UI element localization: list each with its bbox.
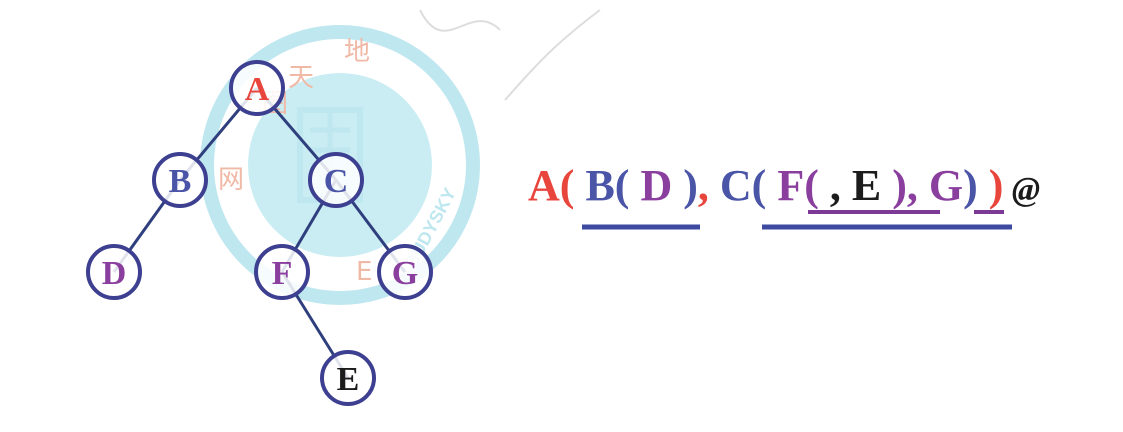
expression-token: B( [574, 161, 629, 210]
expression-token: A( [528, 161, 574, 210]
expression-underlines [582, 210, 1012, 230]
node-label: C [324, 163, 349, 200]
tree-node-a: A [229, 60, 285, 116]
tree-node-d: D [86, 244, 142, 300]
expression-token: ) [672, 161, 698, 210]
expression-token: ) [978, 161, 1004, 210]
node-circle [308, 152, 364, 208]
expression-token: ), [881, 161, 918, 210]
node-circle [86, 244, 142, 300]
expression-token: D [629, 161, 672, 210]
node-circle [320, 350, 376, 406]
expression-token: , [698, 161, 709, 210]
tree-node-b: B [152, 152, 208, 208]
expression-token: C( [709, 161, 766, 210]
expression-token: ) [963, 161, 978, 210]
node-label: D [102, 255, 127, 292]
watermark-char-1: 天 [288, 63, 314, 93]
expression-token: G [918, 161, 963, 210]
watermark-char-2: 地 [344, 37, 370, 67]
node-circle [152, 152, 208, 208]
watermark-letter: E [356, 257, 372, 287]
node-label: F [272, 255, 293, 292]
tree-node-f: F [254, 244, 310, 300]
node-label: G [392, 255, 418, 292]
expression-token: , E [819, 161, 881, 210]
tree-node-g: G [377, 244, 433, 300]
node-label: B [169, 163, 192, 200]
expression-token: F( [766, 161, 819, 210]
node-label: A [245, 71, 270, 108]
tree-node-c: C [308, 152, 364, 208]
node-circle [377, 244, 433, 300]
watermark-char-3: 网 [218, 165, 244, 195]
tree-node-e: E [320, 350, 376, 406]
generalized-list-expression: A( B( D ), C( F( , E ), G) ) @ [528, 161, 1040, 210]
node-circle [229, 60, 285, 116]
expression-token: @ [1003, 171, 1040, 208]
node-circle [254, 244, 310, 300]
node-label: E [337, 361, 360, 398]
